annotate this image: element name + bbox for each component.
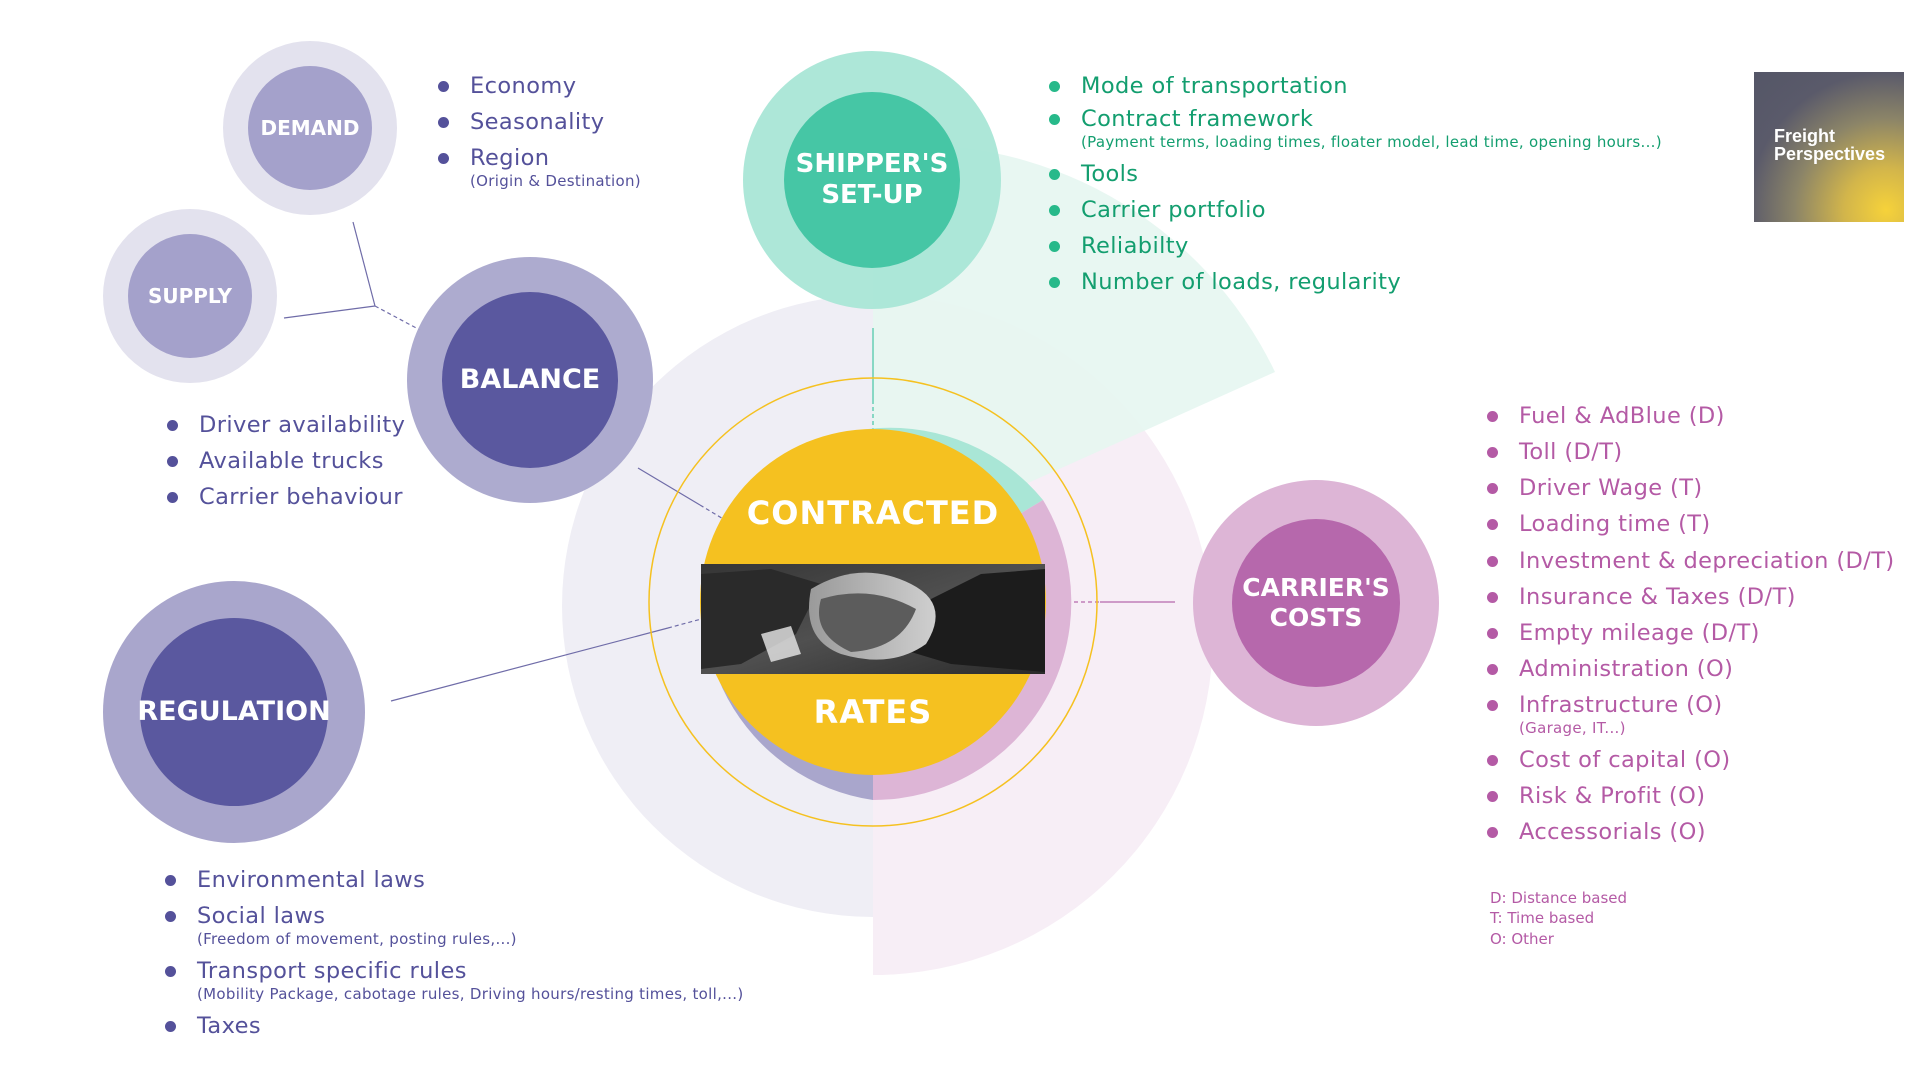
bullet-icon <box>1487 411 1498 422</box>
bullet-icon <box>165 875 176 886</box>
list-item: Available trucks <box>167 447 405 475</box>
list-item: Carrier portfolio <box>1049 196 1662 224</box>
legend-item: T: Time based <box>1490 909 1595 928</box>
list-item: Taxes <box>165 1012 744 1040</box>
bullet-icon <box>1049 277 1060 289</box>
list-item: Loading time (T) <box>1487 510 1895 538</box>
legend-item: O: Other <box>1490 929 1554 948</box>
logo-line1: Freight <box>1774 126 1835 146</box>
list-item: Carrier behaviour <box>167 483 405 511</box>
supply-connector <box>283 305 376 319</box>
bullet-icon <box>1049 241 1060 253</box>
center-title-bottom: RATES <box>813 692 933 731</box>
bullet-icon <box>438 153 449 165</box>
carrier-inner-circle <box>1232 519 1400 687</box>
list-item: Cost of capital (O) <box>1487 746 1895 774</box>
bullet-icon <box>1487 591 1498 603</box>
list-item: Infrastructure (O)(Garage, IT...) <box>1487 691 1895 738</box>
regulation-connector-dash <box>667 617 706 629</box>
cost-type-legend: D: Distance based T: Time based O: Other <box>1490 888 1627 949</box>
list-item: Driver Wage (T) <box>1487 474 1895 502</box>
shipper-inner-circle <box>784 92 960 268</box>
list-item: Driver availability <box>167 411 405 439</box>
regulation-connector <box>390 627 669 702</box>
list-item: Environmental laws <box>165 866 744 894</box>
bullet-icon <box>438 117 449 129</box>
balance-join-connector <box>374 305 421 331</box>
bullet-icon <box>1049 205 1060 217</box>
demand-label: DEMAND <box>260 116 360 140</box>
carrier-label-line2: COSTS <box>1269 603 1363 632</box>
list-item: Number of loads, regularity <box>1049 268 1662 296</box>
balance-connector-dash <box>699 504 726 521</box>
list-item: Region(Origin & Destination) <box>438 144 641 191</box>
bullet-icon <box>165 966 176 977</box>
shipper-label: SHIPPER'S SET-UP <box>764 92 980 268</box>
balance-connector <box>637 467 701 506</box>
bullet-icon <box>167 456 178 468</box>
center-title-top: CONTRACTED <box>746 493 1000 532</box>
bullet-icon <box>1487 791 1498 802</box>
balance-inner-circle <box>442 292 618 468</box>
regulation-inner-circle <box>140 618 328 806</box>
list-item: Insurance & Taxes (D/T) <box>1487 583 1895 611</box>
shipper-label-line2: SET-UP <box>821 180 923 210</box>
shipper-factor-list: Mode of transportation Contract framewor… <box>1049 72 1662 297</box>
logo-line2: Perspectives <box>1774 144 1886 164</box>
demand-inner-circle <box>248 66 372 190</box>
carrier-cost-list: Fuel & AdBlue (D) Toll (D/T) Driver Wage… <box>1487 402 1895 846</box>
balance-label: BALANCE <box>459 363 601 395</box>
list-item: Social laws(Freedom of movement, posting… <box>165 902 744 949</box>
bullet-icon <box>1487 555 1498 567</box>
logo-text: Freight Perspectives <box>1774 127 1885 163</box>
bullet-icon <box>438 81 449 92</box>
balance-factor-list: Driver availability Available trucks Car… <box>167 411 405 511</box>
bullet-icon <box>167 492 178 504</box>
bullet-icon <box>1487 700 1498 711</box>
demand-connector <box>352 221 376 307</box>
list-item: Toll (D/T) <box>1487 438 1895 466</box>
bullet-icon <box>1487 519 1498 531</box>
bullet-icon <box>165 1020 176 1032</box>
list-item: Economy <box>438 72 641 100</box>
bullet-icon <box>165 911 176 923</box>
yellow-ring <box>648 377 1098 827</box>
bullet-icon <box>167 420 178 431</box>
shipper-label-line1: SHIPPER'S <box>795 148 949 179</box>
list-item: Mode of transportation <box>1049 72 1662 100</box>
bullet-icon <box>1049 169 1060 180</box>
bullet-icon <box>1049 81 1060 92</box>
demand-factor-list: Economy Seasonality Region(Origin & Dest… <box>438 72 641 191</box>
supply-inner-circle <box>128 234 252 358</box>
freight-perspectives-logo: Freight Perspectives <box>1754 72 1904 222</box>
list-item: Administration (O) <box>1487 655 1895 683</box>
handshake-photo <box>701 564 1045 674</box>
list-item: Fuel & AdBlue (D) <box>1487 402 1895 430</box>
list-item: Contract framework(Payment terms, loadin… <box>1049 105 1662 152</box>
list-item: Empty mileage (D/T) <box>1487 619 1895 647</box>
list-item: Transport specific rules(Mobility Packag… <box>165 957 744 1004</box>
carrier-label-line1: CARRIER'S <box>1242 573 1390 602</box>
list-item: Tools <box>1049 160 1662 188</box>
bullet-icon <box>1487 663 1498 675</box>
supply-label: SUPPLY <box>147 284 233 308</box>
regulation-label: REGULATION <box>137 695 331 727</box>
legend-item: D: Distance based <box>1490 889 1628 907</box>
list-item: Accessorials (O) <box>1487 818 1895 846</box>
bullet-icon <box>1487 627 1498 639</box>
regulation-factor-list: Environmental laws Social laws(Freedom o… <box>165 866 744 1040</box>
bullet-icon <box>1487 754 1498 766</box>
bullet-icon <box>1487 827 1498 839</box>
list-item: Investment & depreciation (D/T) <box>1487 547 1895 575</box>
list-item: Seasonality <box>438 108 641 136</box>
carrier-label: CARRIER'S COSTS <box>1212 519 1420 687</box>
bullet-icon <box>1487 483 1498 495</box>
bullet-icon <box>1049 114 1060 126</box>
bullet-icon <box>1487 447 1498 459</box>
list-item: Risk & Profit (O) <box>1487 782 1895 810</box>
list-item: Reliabilty <box>1049 232 1662 260</box>
